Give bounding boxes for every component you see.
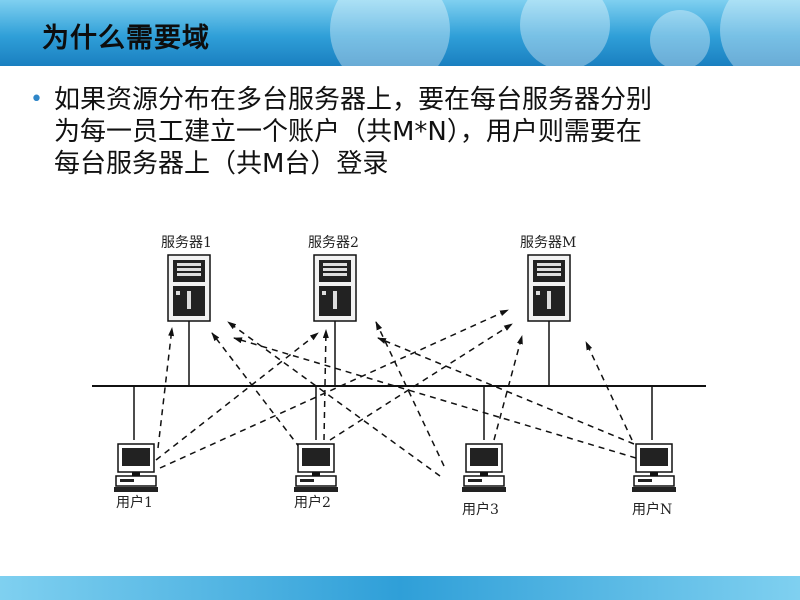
user-label: 用户3 [462, 501, 499, 518]
slide-title: 为什么需要域 [42, 23, 210, 54]
user-computer-icon [461, 443, 507, 493]
slide-header: 为什么需要域 [0, 0, 800, 66]
user-label: 用户2 [294, 494, 331, 511]
server-icon [313, 254, 357, 322]
user-label: 用户1 [116, 494, 153, 511]
bullet-dot-icon: • [30, 87, 43, 112]
user-computer-icon [293, 443, 339, 493]
decor-bubble [520, 0, 610, 66]
server-label: 服务器1 [161, 235, 212, 251]
user-label: 用户N [632, 501, 672, 518]
decor-bubble [330, 0, 450, 66]
user-computer-icon [113, 443, 159, 493]
decor-bubble [720, 0, 800, 66]
server-icon [167, 254, 211, 322]
bullet-text: 如果资源分布在多台服务器上，要在每台服务器分别为每一员工建立一个账户（共M*N）… [54, 85, 653, 179]
server-icon [527, 254, 571, 322]
server-label: 服务器2 [308, 235, 359, 251]
user-computer-icon [631, 443, 677, 493]
slide-footer [0, 576, 800, 600]
server-label: 服务器M [520, 235, 576, 251]
login-arrows [155, 309, 637, 477]
decor-bubble [650, 10, 710, 66]
